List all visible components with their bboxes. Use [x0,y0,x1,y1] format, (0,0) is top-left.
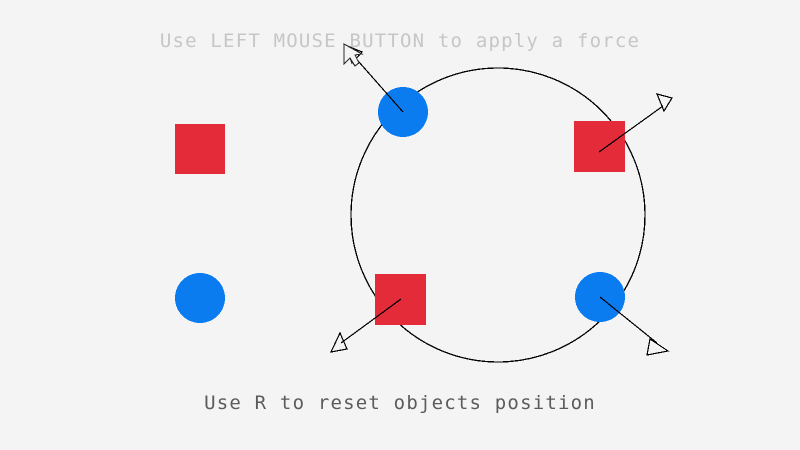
arrowhead-icon [655,93,673,113]
body-circle-static-left[interactable] [175,273,225,323]
mouse-cursor-icon [343,43,364,67]
force-shaft-icon [351,53,404,113]
force-shaft-icon [598,105,664,153]
force-vector-square-top-right [598,93,673,153]
force-shaft-icon [340,298,402,344]
arrowhead-icon [329,331,348,353]
force-vector-square-bottom-middle [329,298,402,353]
arrowhead-icon [646,337,670,356]
body-square-top-right[interactable] [574,121,625,172]
hint-text-apply-force: Use LEFT MOUSE BUTTON to apply a force [159,30,641,52]
hint-text-reset-objects: Use R to reset objects position [204,392,596,414]
force-vector-circle-bottom-right [599,296,670,356]
boundary-circle [350,67,646,363]
body-square-static-left[interactable] [175,124,225,174]
force-shaft-icon [599,296,658,344]
